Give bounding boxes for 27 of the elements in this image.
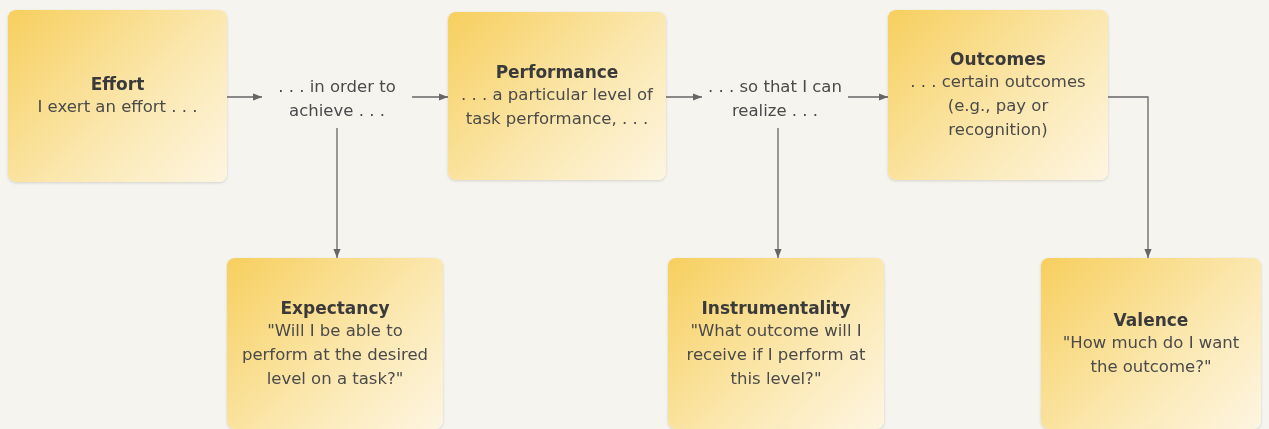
box-text: . . . certain outcomes (e.g., pay or recognition) bbox=[909, 71, 1087, 141]
arrow bbox=[774, 127, 782, 259]
process-box bbox=[448, 12, 666, 180]
arrow bbox=[665, 93, 703, 101]
process-box bbox=[8, 10, 227, 182]
process-box bbox=[1041, 258, 1261, 429]
box-text: "What outcome will I receive if I perform at this level?" bbox=[685, 319, 867, 390]
connector-text: . . . in order to achieve . . . bbox=[277, 76, 397, 122]
connector-text: . . . so that I can realize . . . bbox=[707, 76, 843, 122]
process-box bbox=[668, 258, 884, 429]
box-text: I exert an effort . . . bbox=[37, 96, 198, 118]
process-box bbox=[888, 10, 1108, 180]
box-heading: Instrumentality bbox=[701, 296, 851, 319]
box-text: . . . a particular level of task performance, . . . bbox=[460, 84, 654, 130]
arrow bbox=[847, 93, 889, 101]
arrow bbox=[1107, 96, 1152, 259]
box-text: "How much do I want the outcome?" bbox=[1061, 331, 1241, 378]
box-heading: Expectancy bbox=[280, 296, 390, 319]
box-text: "Will I be able to perform at the desired level on a task?" bbox=[240, 319, 430, 390]
arrow bbox=[411, 93, 449, 101]
arrow bbox=[333, 127, 341, 259]
arrow bbox=[226, 93, 263, 101]
box-heading: Outcomes bbox=[950, 48, 1046, 70]
box-heading: Effort bbox=[90, 73, 145, 95]
box-heading: Valence bbox=[1113, 308, 1189, 331]
process-box bbox=[227, 258, 443, 429]
box-heading: Performance bbox=[495, 61, 619, 83]
